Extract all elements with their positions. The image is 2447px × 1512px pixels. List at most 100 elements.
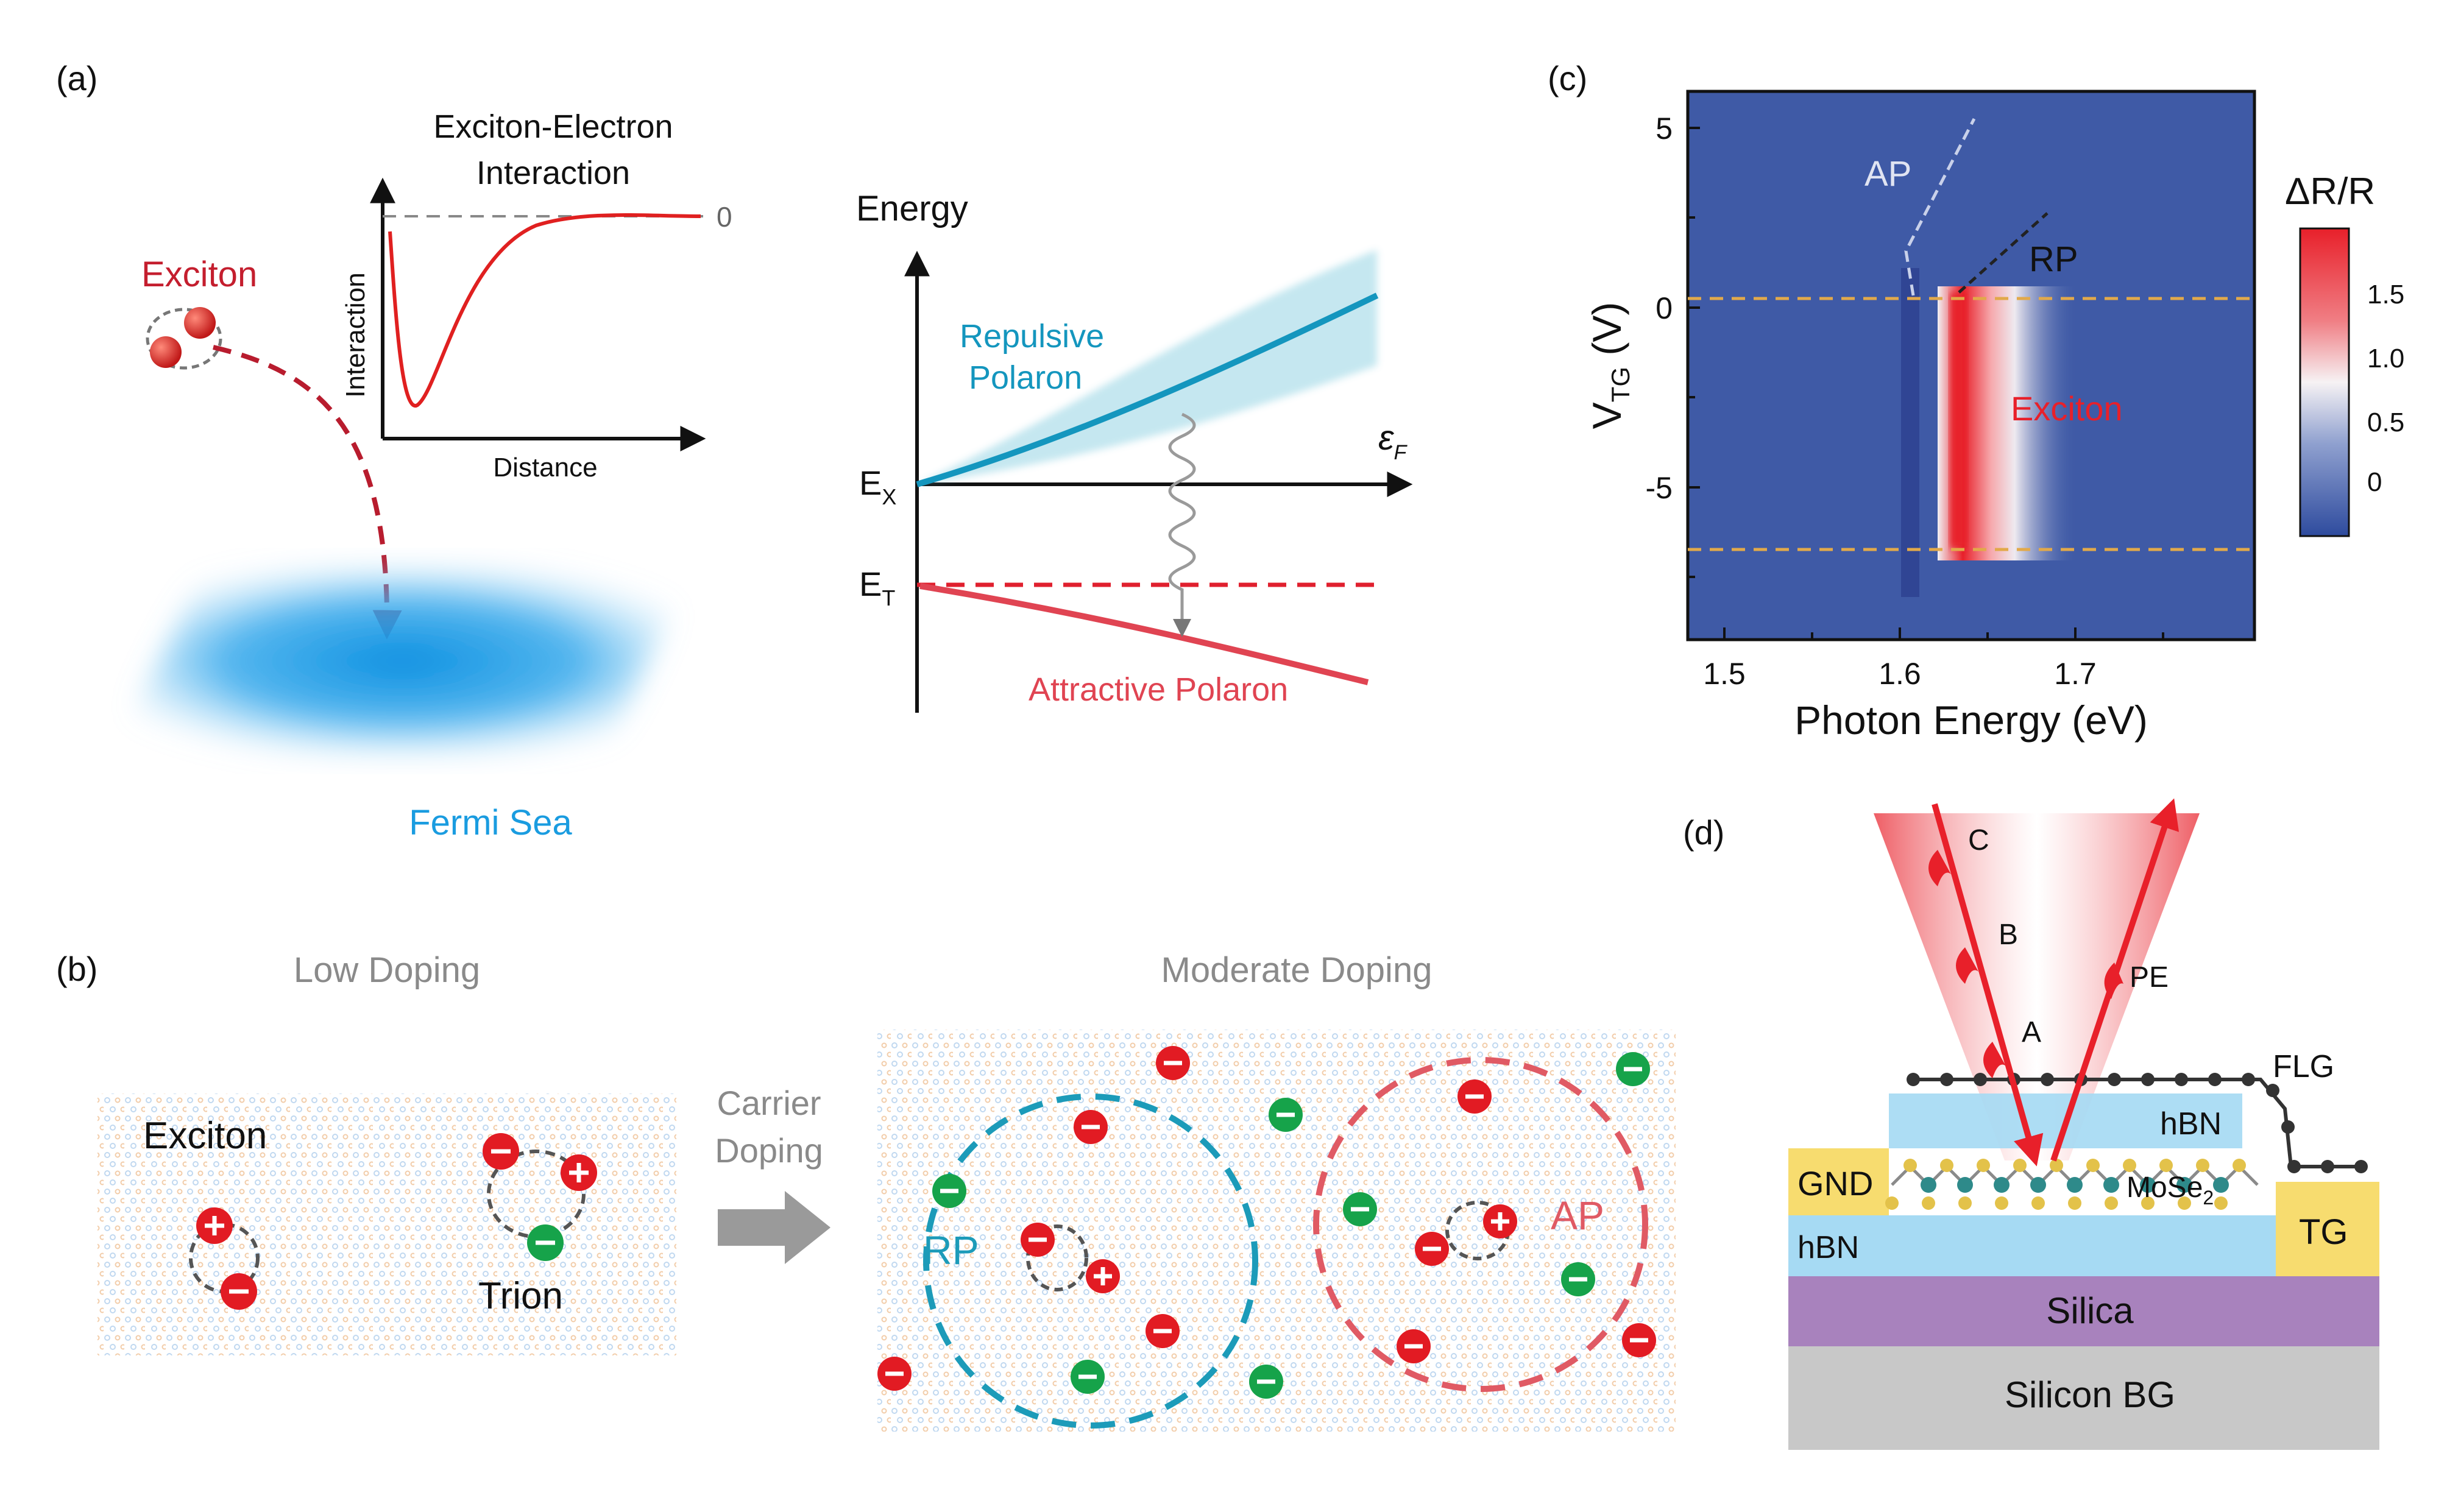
panel-c: (c) AP RP Exciton	[1548, 59, 2404, 743]
low-exciton	[189, 1207, 260, 1310]
mose2-layer	[1885, 1159, 2259, 1210]
minus-charge	[483, 1133, 519, 1170]
attractive-label: Attractive Polaron	[1029, 671, 1288, 708]
carrier-line2: Doping	[715, 1131, 823, 1170]
c-ap-label: AP	[1864, 154, 1911, 194]
colorbar-tick: 0.5	[2367, 408, 2404, 437]
hbn-bottom-label: hBN	[1797, 1230, 1859, 1265]
colorbar-gradient	[2299, 227, 2350, 537]
exciton-boundary	[146, 308, 222, 370]
exciton-peak	[1950, 292, 1967, 548]
minus-charge	[1156, 1046, 1190, 1080]
green-minus-charge	[1561, 1262, 1595, 1296]
minus-charge	[1622, 1323, 1656, 1357]
minus-charge	[1021, 1223, 1055, 1257]
interaction-title-line2: Interaction	[476, 155, 630, 191]
minus-charge	[1146, 1314, 1180, 1348]
x-tick-label: 1.5	[1703, 657, 1746, 691]
x-ticks	[1723, 627, 2164, 640]
beam-b-label: B	[1999, 919, 2018, 951]
c-axes: 1.5 1.6 1.7 5 0 -5 Photon Energy (eV) VT…	[1584, 111, 2164, 743]
packet-a	[1983, 1042, 2006, 1078]
interaction-curve	[388, 213, 701, 408]
gnd-electrode	[1788, 1148, 1889, 1215]
colorbar-tick: 1.0	[2367, 344, 2404, 373]
attractive-curve	[919, 583, 1369, 685]
ap-trace	[1904, 118, 1976, 296]
flg-label: FLG	[2273, 1049, 2334, 1084]
exciton-path-arrow	[213, 345, 402, 640]
c-exciton-label: Exciton	[2011, 389, 2123, 428]
green-minus-charge	[932, 1174, 966, 1208]
ap-dashed-circle	[1313, 1057, 1648, 1392]
beam-c-label: C	[1968, 824, 1989, 857]
silicon-bg-label: Silicon BG	[2005, 1374, 2175, 1415]
hbn-bottom-layer	[1788, 1215, 2276, 1276]
minus-charge	[1397, 1329, 1431, 1363]
moderate-charges	[877, 1046, 1656, 1399]
interaction-xlabel: Distance	[493, 453, 597, 482]
green-minus-charge	[1616, 1052, 1650, 1086]
heatmap-frame	[1686, 90, 2256, 641]
c-ylabel: VTG (V)	[1584, 302, 1635, 429]
electron-ball	[184, 307, 216, 339]
trion-label: Trion	[478, 1275, 563, 1317]
plus-charge	[1483, 1204, 1517, 1238]
beam-a-label: A	[2022, 1016, 2041, 1048]
ef-label: εF	[1378, 418, 1408, 464]
moderate-doping-lattice	[877, 1030, 1676, 1432]
energy-diagram: Energy Repulsive Polaron Attractive Pola…	[856, 189, 1413, 713]
rp-dashed-circle	[923, 1093, 1258, 1429]
colorbar: ΔR/R 1.5 1.0 0.5 0	[2285, 171, 2404, 537]
green-minus-charge	[1249, 1365, 1283, 1399]
plus-charge	[561, 1154, 597, 1191]
panel-c-label: (c)	[1548, 59, 1587, 97]
y-tick-label: 0	[1656, 291, 1673, 325]
rp-exciton-ring	[1026, 1224, 1088, 1291]
y-tick-label: -5	[1646, 471, 1673, 505]
heatmap: AP RP Exciton	[1686, 90, 2256, 641]
panel-d: (d)	[1683, 798, 2379, 1450]
green-minus-charge	[1269, 1098, 1303, 1132]
panel-d-label: (d)	[1683, 813, 1724, 852]
minus-charge	[1415, 1232, 1449, 1266]
fermi-sea-label: Fermi Sea	[409, 803, 572, 843]
minus-charge	[221, 1273, 257, 1310]
interaction-inset: Exciton-Electron Interaction 0 Interacti…	[341, 108, 732, 482]
zero-label: 0	[717, 201, 732, 233]
beam-pe-label: PE	[2130, 961, 2169, 994]
low-doping-label: Low Doping	[294, 950, 480, 990]
panel-b: (b) Low Doping Moderate Doping Exciton T…	[56, 950, 1676, 1432]
colorbar-title: ΔR/R	[2285, 171, 2375, 213]
packet-c	[1928, 850, 1951, 886]
low-exciton-label: Exciton	[143, 1115, 267, 1157]
wave-packets	[1928, 850, 2123, 1078]
ap-label: AP	[1551, 1193, 1604, 1238]
tg-electrode	[2276, 1182, 2379, 1276]
light-cone	[1874, 813, 2200, 1160]
exciton-label: Exciton	[141, 255, 257, 294]
fermi-sea	[110, 567, 695, 755]
rp-trace	[1958, 212, 2049, 294]
panel-a: (a) Exciton-Electron Interaction 0 Inter…	[56, 59, 1413, 843]
repulsive-line1: Repulsive	[960, 318, 1104, 355]
moderate-doping-label: Moderate Doping	[1161, 950, 1432, 990]
colorbar-tick: 0	[2367, 467, 2382, 497]
y-ticks	[1688, 127, 1700, 578]
plus-charge	[196, 1207, 233, 1244]
silica-layer	[1788, 1276, 2379, 1346]
minus-charge	[877, 1357, 912, 1391]
fermi-sea-shape	[110, 567, 695, 755]
panel-b-label: (b)	[56, 950, 97, 988]
colorbar-tick: 1.5	[2367, 280, 2404, 309]
plus-charge	[1086, 1259, 1120, 1293]
ex-label: EX	[859, 464, 896, 509]
x-tick-label: 1.7	[2054, 657, 2097, 691]
y-tick-label: 5	[1656, 111, 1673, 146]
panel-a-label: (a)	[56, 59, 97, 97]
gnd-label: GND	[1797, 1164, 1873, 1203]
low-doping-lattice	[97, 1093, 676, 1355]
et-label: ET	[859, 565, 895, 610]
repulsive-band	[917, 250, 1377, 484]
